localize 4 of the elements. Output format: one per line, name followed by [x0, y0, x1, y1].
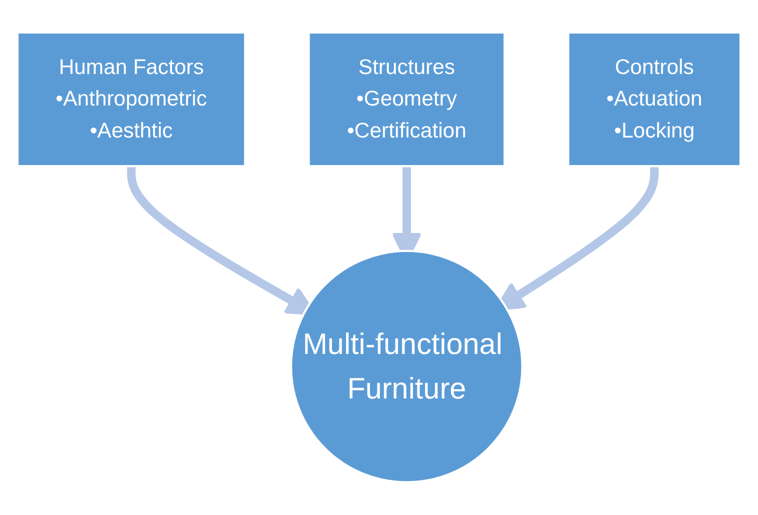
- node-circle: Multi-functional Furniture: [290, 250, 524, 484]
- node-box: Controls •Actuation •Locking: [567, 32, 742, 168]
- node-box: Structures •Geometry •Certification: [308, 32, 506, 168]
- node-box: Human Factors •Anthropometric •Aesthtic: [16, 32, 246, 168]
